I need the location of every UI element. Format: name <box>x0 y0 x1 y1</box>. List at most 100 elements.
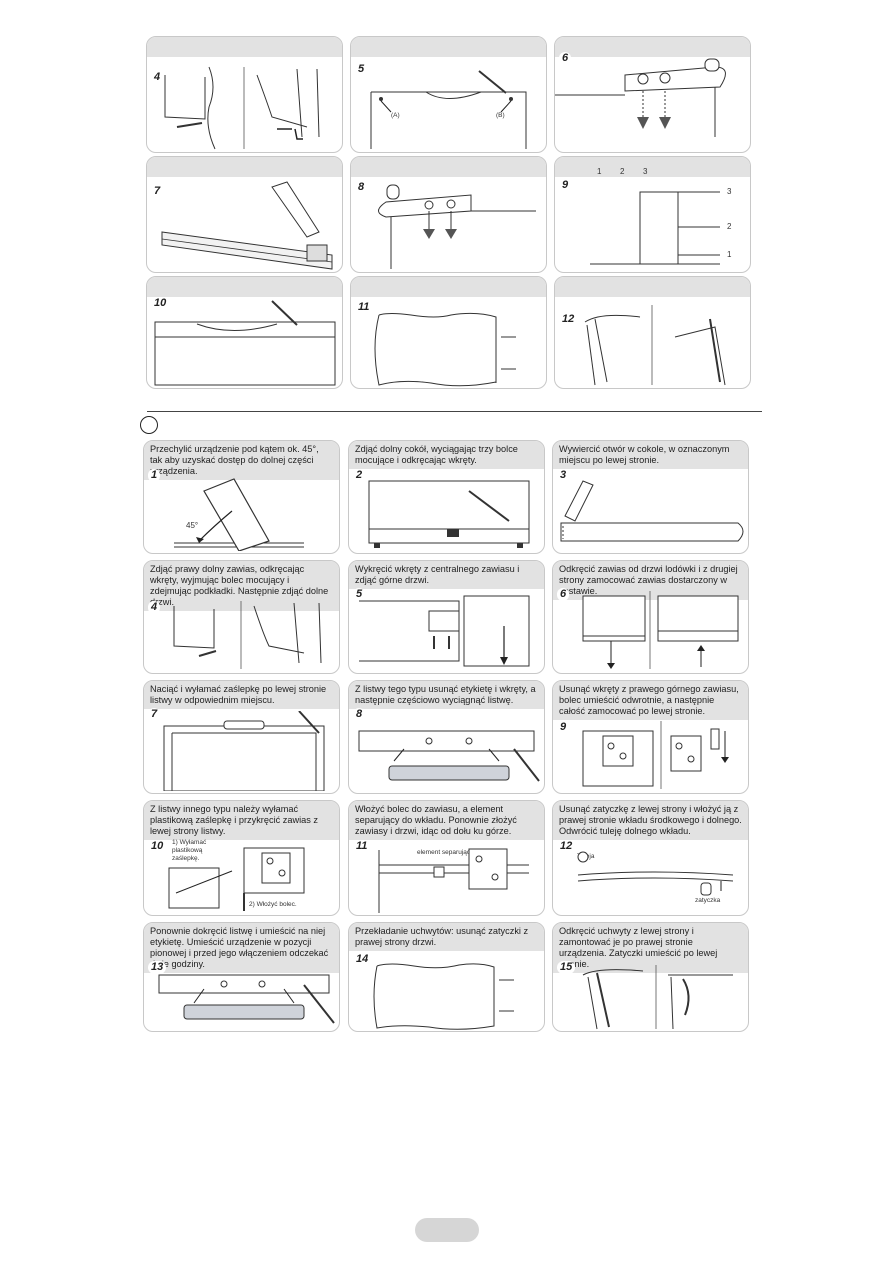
step-number: 4 <box>151 71 164 84</box>
step-caption: Usunąć zatyczkę z lewej strony i włożyć … <box>553 801 748 840</box>
step-13-panel: Ponownie dokręcić listwę i umieścić na n… <box>143 922 340 1032</box>
top-step-4-panel: 4 <box>146 36 343 153</box>
step-number: 11 <box>353 840 371 853</box>
sequence-3: 3 <box>643 167 648 176</box>
step-15-panel: Odkręcić uchwyty z lewej strony i zamont… <box>552 922 749 1032</box>
step-number: 9 <box>557 721 570 734</box>
top-step-11-panel: 11 <box>350 276 547 389</box>
step-number: 12 <box>559 313 578 326</box>
marker-2: 2 <box>727 222 732 231</box>
remove-handle-plugs-illustration <box>373 963 514 1030</box>
step-number: 9 <box>559 179 572 192</box>
upper-hinge-move-illustration <box>582 721 729 789</box>
step-number: 7 <box>148 708 161 721</box>
step-caption: Z listwy innego typu należy wyłamać plas… <box>144 801 339 840</box>
step-number: 8 <box>355 181 368 194</box>
page-number-badge <box>415 1218 479 1242</box>
step-caption <box>351 277 546 297</box>
step-caption <box>555 277 750 297</box>
note-insert-pin: 2) Włożyć bolec. <box>249 901 297 908</box>
step-number: 7 <box>151 185 164 198</box>
step-number: 4 <box>148 601 161 614</box>
note-break-plug: 1) Wyłamać plastikową zaślepkę. <box>172 839 207 862</box>
control-strip-illustration <box>358 730 540 782</box>
label-a: (A) <box>391 112 400 119</box>
step-number: 5 <box>353 588 366 601</box>
drill-plinth-illustration <box>560 480 744 542</box>
step-caption: Z listwy tego typu usunąć etykietę i wkr… <box>349 681 544 709</box>
step-caption: Wykręcić wkręty z centralnego zawiasu i … <box>349 561 544 589</box>
label-b: (B) <box>496 112 505 119</box>
step-2-panel: Zdjąć dolny cokół, wyciągając trzy bolce… <box>348 440 545 554</box>
section-marker-circle <box>140 416 158 434</box>
step-number: 5 <box>355 63 368 76</box>
step-number: 13 <box>148 961 167 974</box>
step-10-panel: Z listwy innego typu należy wyłamać plas… <box>143 800 340 916</box>
door-hinge-illustration <box>164 66 320 150</box>
step-number: 1 <box>148 469 161 482</box>
step-caption: Odkręcić uchwyty z lewej strony i zamont… <box>553 923 748 973</box>
step-caption: Włożyć bolec do zawiasu, a element separ… <box>349 801 544 840</box>
cutter-strip-illustration <box>161 181 333 270</box>
step-caption: Zdjąć dolny cokół, wyciągając trzy bolce… <box>349 441 544 469</box>
step-caption <box>147 157 342 177</box>
sequence-2: 2 <box>620 167 625 176</box>
reassemble-hinges-illustration <box>378 848 529 913</box>
hinge-bracket-illustration <box>555 58 726 137</box>
top-step-7-panel: 7 <box>146 156 343 273</box>
top-step-12-panel: 12 <box>554 276 751 389</box>
step-6-panel: Odkręcić zawias od drzwi lodówki i z dru… <box>552 560 749 674</box>
step-number: 10 <box>151 297 170 310</box>
top-step-8-panel: 8 <box>350 156 547 273</box>
step-4-panel: Zdjąć prawy dolny zawias, odkręcając wkr… <box>143 560 340 674</box>
step-caption: Wywiercić otwór w cokole, w oznaczonym m… <box>553 441 748 469</box>
step-12-panel: Usunąć zatyczkę z lewej strony i włożyć … <box>552 800 749 916</box>
step-caption: Przekładanie uchwytów: usunąć zatyczki z… <box>349 923 544 951</box>
step-caption <box>147 277 342 297</box>
top-cover-illustration <box>370 70 527 149</box>
section-divider <box>147 411 762 412</box>
step-caption <box>147 37 342 57</box>
step-3-panel: Wywiercić otwór w cokole, w oznaczonym m… <box>552 440 749 554</box>
step-caption: Usunąć wkręty z prawego górnego zawiasu,… <box>553 681 748 720</box>
step-caption <box>555 157 750 177</box>
step-caption: Naciąć i wyłamać zaślepkę po lewej stron… <box>144 681 339 709</box>
angle-label: 45° <box>186 521 199 530</box>
step-8-panel: Z listwy tego typu usunąć etykietę i wkr… <box>348 680 545 794</box>
cut-cover-illustration <box>163 711 325 791</box>
swap-hinge-illustration <box>582 591 739 669</box>
remove-lower-hinge-illustration <box>173 601 322 669</box>
door-handle-plugs-illustration <box>374 312 516 387</box>
top-step-6-panel: 6 <box>554 36 751 153</box>
refit-strip-illustration <box>158 974 335 1024</box>
step-number: 2 <box>353 469 366 482</box>
handle-swap-illustration <box>584 305 726 386</box>
step-caption: Ponownie dokręcić listwę i umieścić na n… <box>144 923 339 973</box>
step-14-panel: Przekładanie uchwytów: usunąć zatyczki z… <box>348 922 545 1032</box>
move-plug-illustration <box>577 851 734 896</box>
step-11-panel: Włożyć bolec do zawiasu, a element separ… <box>348 800 545 916</box>
step-number: 6 <box>557 588 570 601</box>
step-number: 6 <box>559 52 572 65</box>
relocate-handles-illustration <box>582 965 733 1030</box>
marker-1: 1 <box>727 250 732 259</box>
marker-3: 3 <box>727 187 732 196</box>
hinge-reassembly-illustration <box>378 184 536 269</box>
step-number: 11 <box>355 301 373 314</box>
step-number: 12 <box>557 840 576 853</box>
top-step-9-panel: 9 1 2 3 3 2 1 <box>554 156 751 273</box>
sequence-1: 1 <box>597 167 602 176</box>
step-caption: Zdjąć prawy dolny zawias, odkręcając wkr… <box>144 561 339 611</box>
tilt-fridge-illustration <box>174 478 304 551</box>
step-caption <box>555 37 750 57</box>
step-7-panel: Naciąć i wyłamać zaślepkę po lewej stron… <box>143 680 340 794</box>
remove-plinth-illustration <box>368 480 530 548</box>
top-panel-screw-illustration <box>154 300 336 386</box>
top-step-5-panel: 5 (A) (B) <box>350 36 547 153</box>
step-caption: Przechylić urządzenie pod kątem ok. 45°,… <box>144 441 339 480</box>
step-5-panel: Wykręcić wkręty z centralnego zawiasu i … <box>348 560 545 674</box>
step-number: 8 <box>353 708 366 721</box>
plug-label: zatyczka <box>695 897 721 904</box>
step-caption <box>351 157 546 177</box>
step-9-panel: Usunąć wkręty z prawego górnego zawiasu,… <box>552 680 749 794</box>
